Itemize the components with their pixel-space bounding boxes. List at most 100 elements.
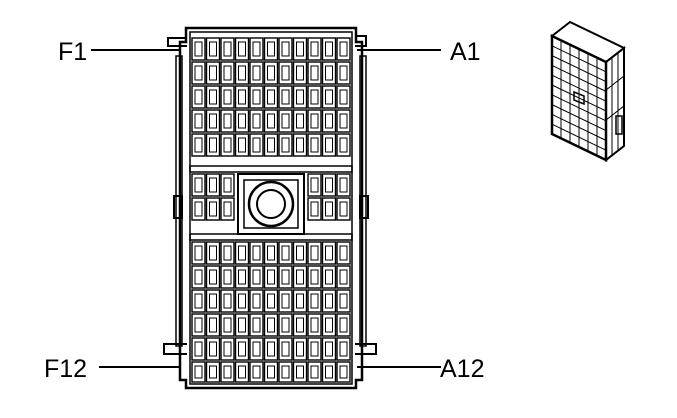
cavity-upper-r5-c9	[307, 133, 322, 157]
cavity-lower-r5-c8-terminal	[296, 341, 304, 357]
cavity-upper-r2-c8-terminal	[296, 65, 304, 81]
callout-f12: F12	[44, 355, 88, 383]
cavity-lower-r3-c3-terminal	[223, 293, 232, 309]
thumbnail-grid-row-9	[551, 123, 607, 151]
thumbnail-grid-row-5	[551, 84, 607, 112]
cavity-lower-r5-c8	[292, 337, 308, 361]
cavity-upper-r2-c8	[292, 61, 308, 85]
cavity-lower-r3-c5	[249, 289, 264, 313]
cavity-lower-r2-c1-terminal	[194, 269, 203, 285]
thumbnail-grid-row-3	[551, 64, 607, 93]
cavity-upper-r3-c2	[205, 85, 221, 109]
cavity-mid-right-r2-c2-terminal	[325, 201, 333, 217]
cavity-lower-r3-c10	[321, 289, 337, 313]
cavity-upper-r3-c10	[321, 85, 337, 109]
cavity-upper-r2-c6	[263, 61, 279, 85]
cavity-lower-r2-c2	[205, 265, 221, 289]
cavity-upper-r1-c10-terminal	[325, 41, 333, 57]
cavity-upper-r2-c2-terminal	[209, 65, 217, 81]
cavity-upper-r3-c2-terminal	[209, 89, 217, 105]
cavity-lower-r4-c10-terminal	[325, 317, 333, 333]
cavity-lower-r1-c7-terminal	[281, 245, 290, 261]
cavity-lower-r1-c11-terminal	[339, 245, 348, 261]
thumbnail-grid-row-2	[551, 54, 607, 83]
cavity-lower-r5-c10-terminal	[325, 341, 333, 357]
cavity-bottom-c4-terminal	[238, 365, 246, 379]
center-bolt	[237, 173, 305, 235]
thumbnail-grid-row-4	[551, 74, 607, 102]
cavity-upper-r4-c3-terminal	[223, 113, 232, 129]
cavity-lower-r5-c11	[336, 337, 351, 361]
cavity-upper-r2-c1-terminal	[194, 65, 203, 81]
cavity-lower-r2-c11-terminal	[339, 269, 348, 285]
cavity-lower-r4-c11-terminal	[339, 317, 348, 333]
cavity-lower-r2-c5-terminal	[252, 269, 261, 285]
cavity-lower-r3-c1-terminal	[194, 293, 203, 309]
cavity-lower-r2-c10-terminal	[325, 269, 333, 285]
cavity-lower-r4-c6	[263, 313, 279, 337]
bottom-left-latch	[163, 343, 187, 355]
cavity-upper-r5-c6-terminal	[267, 137, 275, 153]
cavity-lower-r2-c9	[307, 265, 322, 289]
cavity-lower-r5-c9-terminal	[310, 341, 319, 357]
bolt-housing-outer	[237, 173, 305, 235]
cavity-lower-r4-c5-terminal	[252, 317, 261, 333]
cavity-upper-r3-c1	[191, 85, 206, 109]
cavity-bottom-c1-terminal	[194, 365, 203, 379]
cavity-lower-r2-c8	[292, 265, 308, 289]
cavity-lower-r2-c11	[336, 265, 351, 289]
top-left-latch	[167, 37, 187, 47]
cavity-upper-r1-c3-terminal	[223, 41, 232, 57]
cavity-mid-right-r1-c2	[321, 173, 337, 197]
cavity-upper-r3-c4-terminal	[238, 89, 246, 105]
cavity-bottom-c3	[220, 361, 235, 383]
cavity-upper-r5-c7	[278, 133, 293, 157]
cavity-upper-r5-c11-terminal	[339, 137, 348, 153]
cavity-mid-right-r2-c1	[307, 197, 322, 221]
cavity-upper-r5-c6	[263, 133, 279, 157]
cavity-upper-r4-c8	[292, 109, 308, 133]
cavity-upper-r1-c8-terminal	[296, 41, 304, 57]
cavity-upper-r5-c4	[234, 133, 250, 157]
cavity-mid-left-r1-c1-terminal	[194, 177, 203, 193]
cavity-upper-r4-c10-terminal	[325, 113, 333, 129]
cavity-lower-r5-c5-terminal	[252, 341, 261, 357]
cavity-lower-r5-c6-terminal	[267, 341, 275, 357]
cavity-bottom-c2-terminal	[209, 365, 217, 379]
cavity-lower-r4-c9	[307, 313, 322, 337]
cavity-mid-left-r2-c2	[205, 197, 221, 221]
cavity-upper-r1-c6	[263, 37, 279, 61]
cavity-upper-r4-c6-terminal	[267, 113, 275, 129]
cavity-lower-r2-c5	[249, 265, 264, 289]
cavity-upper-r4-c4	[234, 109, 250, 133]
cavity-mid-right-r1-c1-terminal	[310, 177, 319, 193]
terminal-cavities	[191, 37, 351, 383]
cavity-upper-r4-c8-terminal	[296, 113, 304, 129]
thumbnail-grid-row-7	[551, 103, 607, 132]
cavity-upper-r3-c6	[263, 85, 279, 109]
cavity-mid-left-r1-c1	[191, 173, 206, 197]
cavity-mid-left-r2-c1-terminal	[194, 201, 203, 217]
cavity-upper-r2-c7	[278, 61, 293, 85]
inner-face	[189, 31, 353, 385]
cavity-upper-r1-c2-terminal	[209, 41, 217, 57]
cavity-lower-r3-c6	[263, 289, 279, 313]
cavity-upper-r1-c9-terminal	[310, 41, 319, 57]
cavity-upper-r2-c10	[321, 61, 337, 85]
cavity-bottom-c7-terminal	[281, 365, 290, 379]
cavity-upper-r2-c9	[307, 61, 322, 85]
cavity-lower-r1-c2	[205, 241, 221, 265]
cavity-bottom-c1	[191, 361, 206, 383]
cavity-mid-left-r1-c3	[220, 173, 235, 197]
cavity-mid-left-r2-c2-terminal	[209, 201, 217, 217]
cavity-upper-r3-c10-terminal	[325, 89, 333, 105]
bottom-right-latch	[355, 343, 377, 355]
housing-outline	[178, 26, 364, 390]
cavity-lower-r4-c2	[205, 313, 221, 337]
top-right-latch	[355, 35, 367, 47]
cavity-lower-r3-c2-terminal	[209, 293, 217, 309]
cavity-lower-r3-c11	[336, 289, 351, 313]
cavity-upper-r4-c11	[336, 109, 351, 133]
cavity-lower-r1-c1-terminal	[194, 245, 203, 261]
cavity-lower-r4-c11	[336, 313, 351, 337]
